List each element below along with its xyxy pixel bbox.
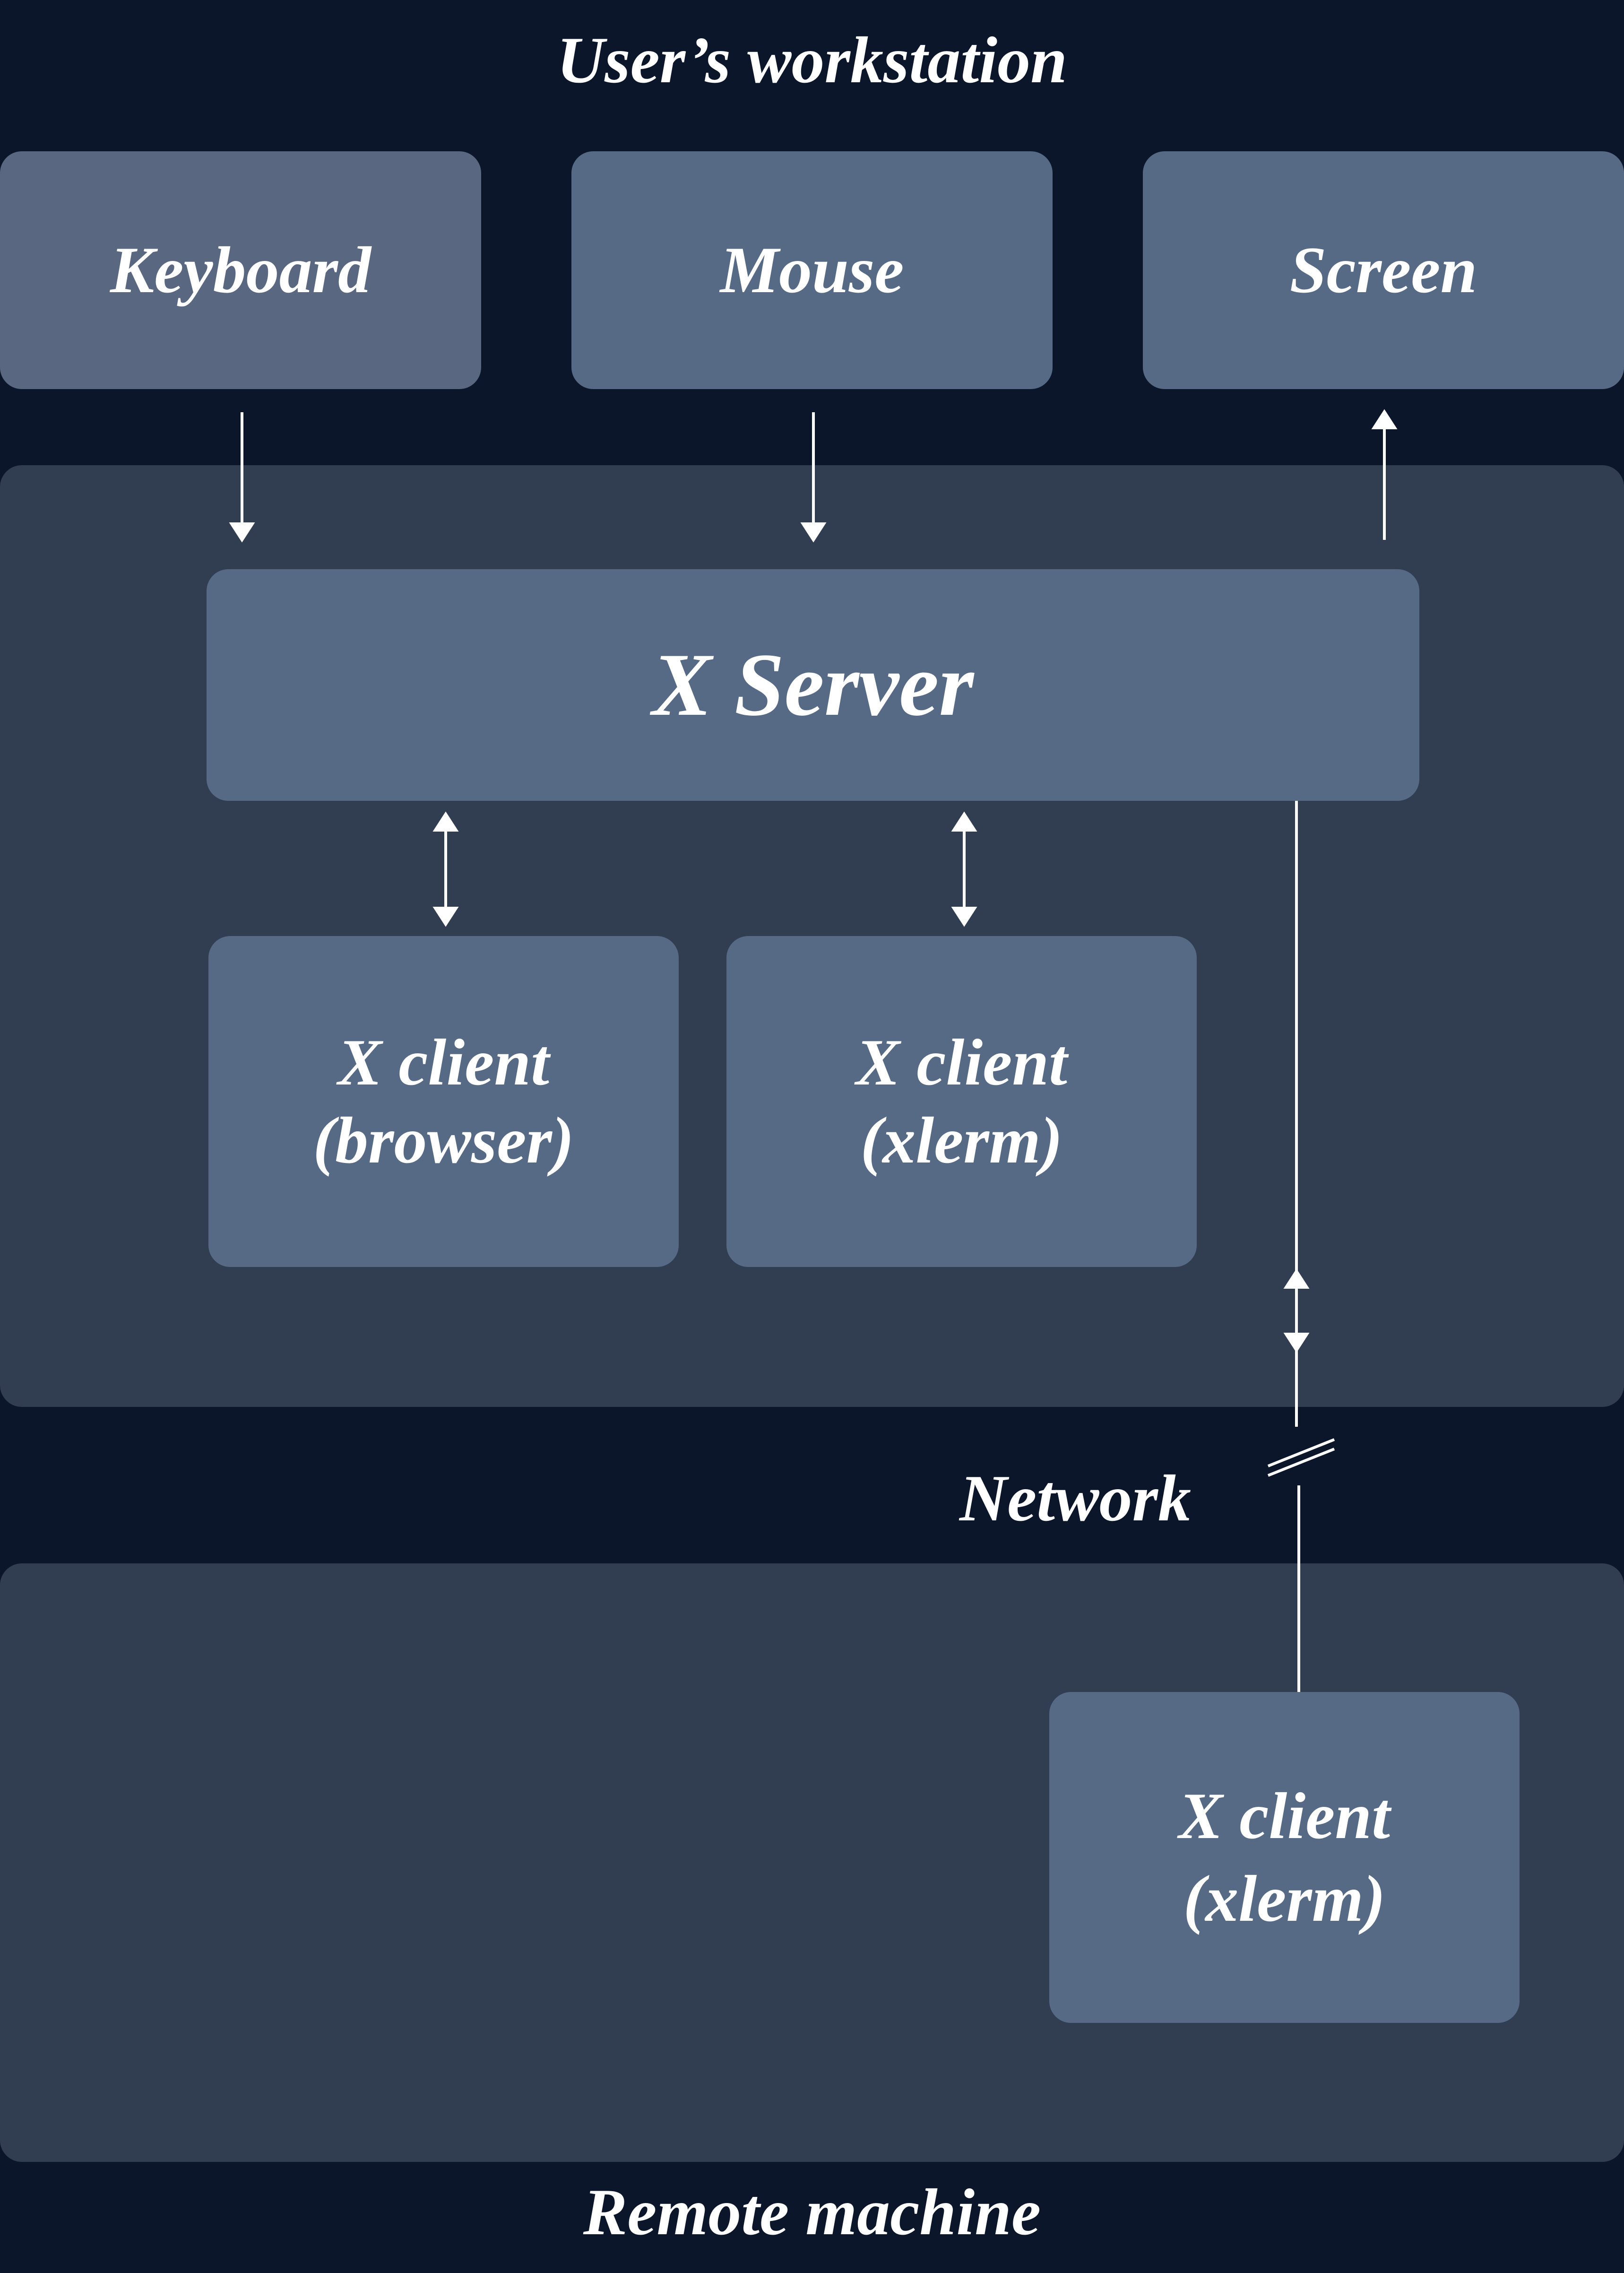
x-client-xlerm-local-title: X client bbox=[855, 1025, 1068, 1099]
keyboard-box: Keyboard bbox=[0, 151, 481, 389]
screen-label: Screen bbox=[1289, 234, 1477, 307]
keyboard-label: Keyboard bbox=[110, 234, 371, 307]
x-client-xlerm-local-subtitle: (xlerm) bbox=[860, 1104, 1063, 1177]
workstation-title: User’s workstation bbox=[556, 24, 1067, 97]
screen-box: Screen bbox=[1143, 151, 1624, 389]
network-break-marks bbox=[1267, 1438, 1335, 1477]
x-client-xlerm-remote-title: X client bbox=[1178, 1779, 1391, 1853]
x-client-browser-title: X client bbox=[337, 1025, 550, 1099]
x-client-browser-box: X client (browser) bbox=[208, 936, 679, 1267]
mouse-label: Mouse bbox=[720, 234, 904, 307]
x-server-label: X Server bbox=[652, 635, 974, 735]
x-client-xlerm-local-box: X client (xlerm) bbox=[726, 936, 1197, 1267]
remote-machine-title: Remote machine bbox=[583, 2176, 1041, 2249]
x-client-xlerm-remote-box: X client (xlerm) bbox=[1049, 1692, 1520, 2023]
x-client-xlerm-remote-subtitle: (xlerm) bbox=[1183, 1862, 1386, 1935]
x-server-box: X Server bbox=[207, 569, 1419, 801]
x-client-browser-subtitle: (browser) bbox=[313, 1104, 574, 1177]
network-label: Network bbox=[959, 1462, 1191, 1535]
mouse-box: Mouse bbox=[571, 151, 1053, 389]
